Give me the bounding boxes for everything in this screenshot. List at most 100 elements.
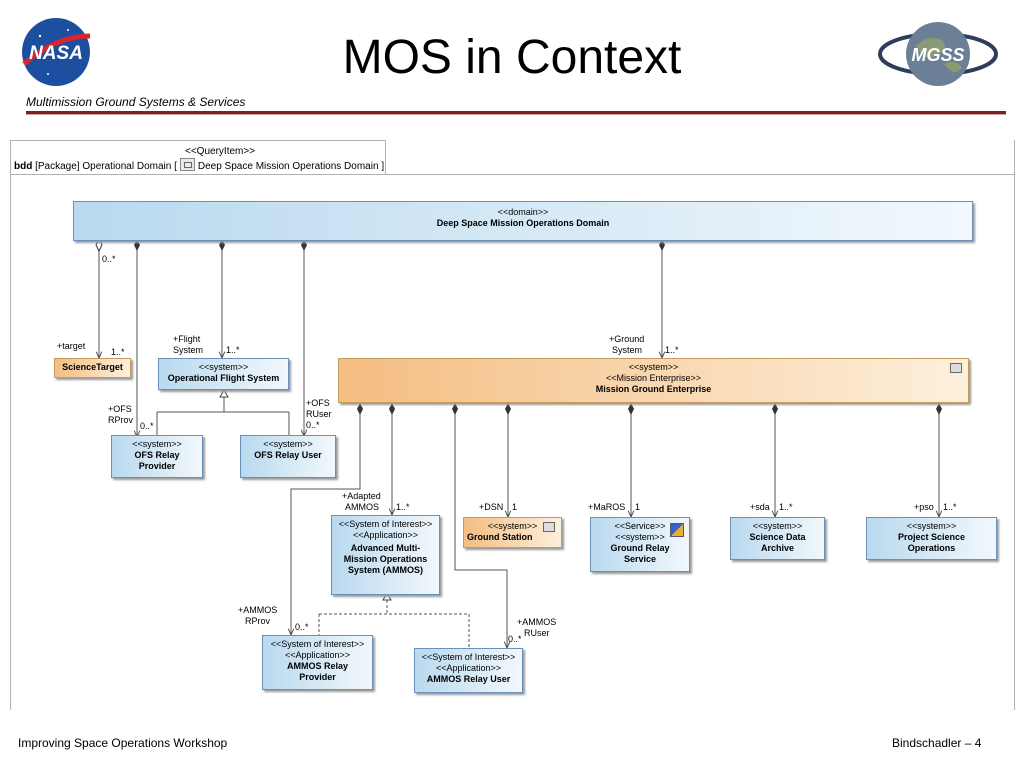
svg-text:NASA: NASA [29,43,83,64]
block-stereotype: <<system>> [906,521,957,531]
role-label: RProv [108,415,134,425]
page-title: MOS in Context [342,31,682,84]
gen-ofs [156,392,290,435]
multiplicity-label: 1..* [943,502,957,512]
block-name: AMMOS Relay User [426,674,511,684]
role-label: +OFS [306,398,330,408]
block-name: Ground Relay Service [610,543,670,564]
multiplicity-label: 1..* [665,345,679,355]
footer-page: Bindschadler – 4 [892,736,982,750]
diagram-name: Deep Space Mission Operations Domain [197,161,379,172]
block-project-science-operations[interactable]: <<system>> Project Science Operations [866,517,997,560]
role-label: +MaROS [588,502,626,512]
block-ammos-relay-provider[interactable]: <<System of Interest>> <<Application>> A… [262,635,373,690]
role-label: +target [57,341,86,351]
block-stereotype: <<Application>> [435,663,502,673]
role-label: +DSN [479,502,504,512]
block-ofs-relay-user[interactable]: <<system>> OFS Relay User [240,435,336,478]
role-label: System [612,345,643,355]
diagram-name-prefix: Operational Domain [ [82,161,177,172]
block-ammos-relay-user[interactable]: <<System of Interest>> <<Application>> A… [414,648,523,693]
role-label: RProv [245,616,271,626]
multiplicity-label: 0..* [102,254,116,264]
multiplicity-label: 1..* [226,345,240,355]
block-stereotype: <<Service>> [614,521,666,531]
block-science-data-archive[interactable]: <<system>> Science Data Archive [730,517,825,560]
frame-border [385,140,386,175]
multiplicity-label: 0..* [295,622,309,632]
block-name: Deep Space Mission Operations Domain [436,218,610,228]
block-stereotype: <<Mission Enterprise>> [605,373,702,383]
frame-border [10,140,11,710]
block-stereotype: <<Application>> [352,530,419,540]
role-label: AMMOS [345,502,380,512]
frame-border [10,174,1014,175]
block-stereotype: <<system>> [263,439,313,449]
block-name: Operational Flight System [167,373,280,383]
diagram-kind: bdd [14,161,33,172]
block-name: Mission Ground Enterprise [595,384,712,394]
block-stereotype: <<system>> [752,521,803,531]
role-label: RUser [524,628,550,638]
role-label: +AMMOS [517,617,557,627]
block-name: AMMOS Relay Provider [286,661,348,682]
block-name: Science Data Archive [749,532,806,553]
diagram-name-suffix: ] [381,161,385,172]
block-ammos[interactable]: <<System of Interest>> <<Application>> A… [331,515,440,595]
package-icon [179,158,195,171]
service-icon [670,523,684,537]
assoc-ammos-ruser [454,404,507,648]
header-rule [26,111,1006,114]
block-stereotype: <<system>> [615,532,665,542]
block-name: ScienceTarget [62,362,123,372]
multiplicity-label: 0..* [140,421,154,431]
multiplicity-label: 1 [635,502,641,512]
block-name: Project Science Operations [897,532,966,553]
block-stereotype: <<Application>> [284,650,351,660]
footer-workshop: Improving Space Operations Workshop [18,736,228,750]
role-label: +pso [914,502,934,512]
block-stereotype: <<system>> [628,362,679,372]
frame-heading: bdd [Package] Operational Domain [ Deep S… [14,158,384,172]
block-domain[interactable]: <<domain>> Deep Space Mission Operations… [73,201,973,241]
role-label: +OFS [108,404,132,414]
block-icon [543,522,555,532]
block-stereotype: <<system>> [487,521,538,531]
role-label: +Flight [173,334,201,344]
gen-ammos [318,595,470,648]
mgss-logo: MGSS [878,22,998,86]
multiplicity-label: 0..* [508,634,522,644]
block-science-target[interactable]: ScienceTarget [54,358,131,378]
role-label: +sda [750,502,770,512]
multiplicity-label: 1..* [111,347,125,357]
role-label: +AMMOS [238,605,278,615]
svg-text:MGSS: MGSS [911,45,964,65]
block-icon [950,363,962,373]
block-ground-station[interactable]: <<system>> Ground Station [463,517,562,548]
diagram-package: [Package] [35,161,80,172]
frame-border [1014,140,1015,710]
gen-arrow-ammos [382,591,392,601]
block-name: OFS Relay User [254,450,322,460]
nasa-logo: NASA [22,18,91,86]
frame-border [10,140,385,141]
role-label: System [173,345,204,355]
role-label: RUser [306,409,332,419]
block-ofs-relay-provider[interactable]: <<system>> OFS Relay Provider [111,435,203,478]
subtitle: Multimission Ground Systems & Services [26,95,246,109]
multiplicity-label: 1 [512,502,518,512]
role-label: +Adapted [342,491,381,501]
block-ground-relay-service[interactable]: <<Service>> <<system>> Ground Relay Serv… [590,517,690,572]
block-operational-flight-system[interactable]: <<system>> Operational Flight System [158,358,289,390]
block-stereotype: <<System of Interest>> [338,519,433,529]
block-stereotype: <<system>> [198,362,249,372]
block-name: OFS Relay Provider [134,450,180,471]
gen-arrow-ofs [219,388,229,398]
block-stereotype: <<System of Interest>> [270,639,365,649]
block-mission-ground-enterprise[interactable]: <<system>> <<Mission Enterprise>> Missio… [338,358,969,403]
assoc-ammos-rprov [291,404,361,635]
header-rule-light [26,114,1006,115]
multiplicity-label: 1..* [779,502,793,512]
block-name: Ground Station [467,532,533,542]
